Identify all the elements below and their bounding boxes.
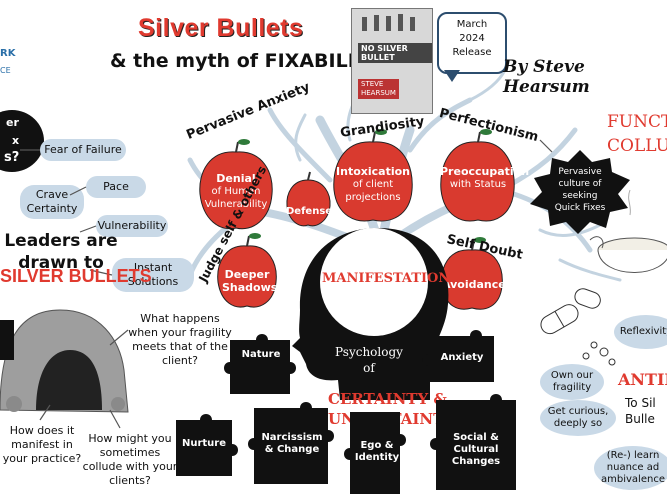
puzzle-ego: Ego & Identity (354, 440, 400, 463)
release-speech-bubble: March 2024 Release (437, 12, 507, 74)
quick-fixes-text: Pervasive culture of seeking Quick Fixes (554, 167, 606, 213)
page-subtitle: & the myth of FIXABILITY (110, 50, 382, 72)
driver-crave-certainty: Crave Certainty (20, 185, 84, 219)
question-fragility: What happens when your fragility meets t… (128, 312, 232, 367)
book-author-line2: HEARSUM (361, 89, 396, 97)
book-cover-image: NO SILVER BULLET STEVE HEARSUM (351, 8, 433, 114)
release-month: March (456, 19, 488, 30)
apple-preoccupation-sub: with Status (449, 179, 507, 190)
func-line2: COLLUT (607, 136, 667, 156)
puzzle-anxiety-shape (422, 330, 494, 382)
driver-fear-of-failure: Fear of Failure (40, 139, 126, 161)
puzzle-social-shape (430, 394, 516, 490)
bubble-fragment-3: s? (4, 150, 20, 165)
psychology-label: Psychology of (335, 345, 403, 375)
apple-denial: Denial of Human Vulnerability (200, 172, 272, 211)
func-line1: FUNCTIO (607, 112, 667, 132)
left-question-bubble: er x s? (0, 110, 44, 172)
antidote-own-fragility: Own our fragility (540, 364, 604, 400)
puzzle-social: Social & Cultural Changes (451, 432, 501, 467)
antidote-sub-line2: Bulle (625, 412, 655, 426)
puzzle-nurture: Nurture (181, 438, 227, 449)
driver-vulnerability: Vulnerability (96, 215, 168, 237)
apple-defense-shape (286, 179, 331, 227)
question-manifest: How does it manifest in your practice? (2, 424, 82, 465)
antidote-title: ANTIDO (618, 370, 667, 389)
puzzle-narcissism: Narcissism & Change (261, 432, 323, 455)
functional-collusion-title: FUNCTIO COLLUT (607, 110, 667, 158)
bubble-fragment-2: x (12, 134, 20, 147)
apple-deeper-shadows: Deeper Shadows (222, 268, 278, 294)
antidote-reflexivity: Reflexivity (614, 315, 667, 349)
manifestation-label: MANIFESTATION (322, 271, 451, 286)
driver-instant-solutions: Instant Solutions (112, 258, 194, 292)
apple-preoccupation-title: Preoccupation (440, 165, 530, 178)
silver-bullets-text: SILVER BULLETS (0, 266, 152, 286)
release-word: Release (452, 47, 492, 58)
antidote-sub-line1: To Sil (625, 396, 656, 410)
antidote-get-curious: Get curious, deeply so (540, 400, 616, 436)
puzzle-anxiety: Anxiety (440, 352, 484, 363)
apple-denial-shape (199, 151, 273, 230)
apple-shadows-shape (217, 245, 277, 308)
driver-pace: Pace (86, 176, 146, 198)
puzzle-narcissism-shape (248, 402, 334, 484)
antidote-relearn: (Re-) learn nuance ad ambivalence (594, 446, 667, 490)
apple-preoccupation: Preoccupation with Status (440, 165, 530, 191)
question-collude: How might you sometimes collude with you… (82, 432, 178, 487)
speech-bubble-tail (444, 70, 460, 82)
author-name: By Steve Hearsum (503, 57, 590, 97)
apple-preoccupation-shape (440, 141, 515, 222)
puzzle-nature: Nature (241, 349, 281, 360)
apple-intoxication-shape (333, 141, 413, 222)
puzzle-nature-shape (224, 334, 296, 394)
book-author: STEVE HEARSUM (358, 79, 399, 99)
brand-fragment-2: CE (0, 66, 11, 75)
apple-intoxication: Intoxication of client projections (334, 165, 412, 204)
book-author-line1: STEVE (361, 80, 384, 88)
apple-intoxication-title: Intoxication (336, 165, 410, 178)
brand-fragment: RK (0, 48, 16, 59)
antidote-subtitle: To Sil Bulle (625, 395, 656, 427)
puzzle-ego-shape (344, 412, 406, 494)
page-title: Silver Bullets (138, 14, 304, 42)
puzzle-nurture-shape (176, 414, 238, 476)
apple-intoxication-sub: of client projections (345, 179, 401, 203)
leaders-are-drawn-to: Leaders are drawn to (4, 231, 118, 273)
book-title: NO SILVER BULLET (358, 43, 432, 63)
release-year: 2024 (459, 33, 485, 44)
apple-denial-sub: of Human Vulnerability (204, 186, 268, 210)
apple-defense: Defense (286, 206, 333, 217)
bubble-fragment-1: er (6, 116, 19, 129)
apple-denial-title: Denial (216, 172, 256, 185)
certainty-label: CERTAINTY & (328, 390, 447, 408)
apple-avoidance: Avoidance (442, 278, 506, 291)
